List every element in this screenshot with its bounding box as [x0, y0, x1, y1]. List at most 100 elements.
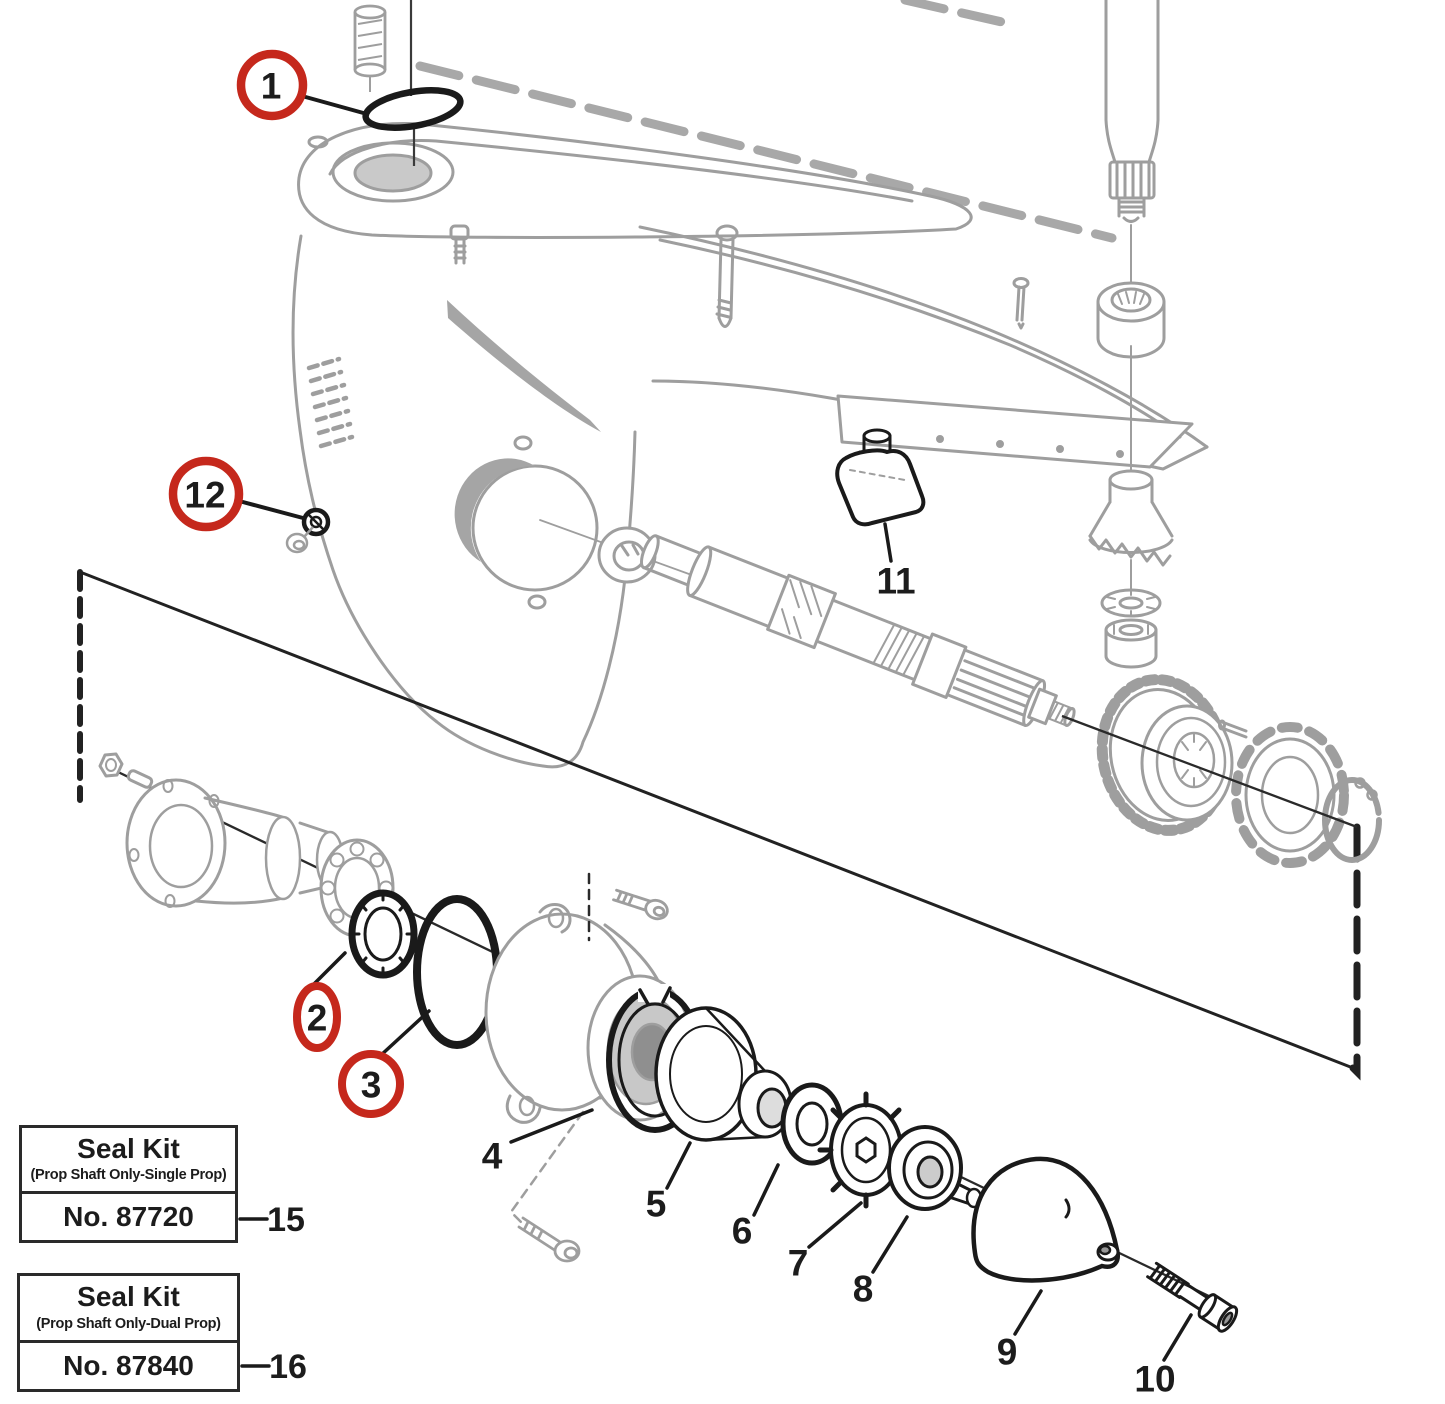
leader-line-1 [300, 94, 369, 116]
callout-label-7: 7 [788, 1243, 809, 1284]
callout-8: 8 [853, 1215, 909, 1310]
bearing-flange [125, 778, 345, 908]
housing-bolt-small [449, 224, 470, 265]
driven-gear-spline-bore [1172, 731, 1216, 789]
pinion-lock-washer [1100, 588, 1162, 618]
kit-ref-label-16: 16 [269, 1348, 307, 1386]
gearcase-skeg [541, 430, 637, 769]
seal-kit-number: No. 87720 [63, 1201, 194, 1232]
strut-shading [447, 300, 601, 432]
callout-11: 11 [876, 522, 916, 602]
callout-2: 2 [293, 951, 347, 1052]
driveshaft-bore-rim [331, 141, 455, 203]
leader-line-3 [378, 1009, 431, 1058]
leader-line-4 [509, 1108, 594, 1144]
o-ring-part1 [362, 87, 464, 131]
callout-6: 6 [732, 1163, 780, 1252]
seal-kit-header-single: Seal Kit (Prop Shaft Only-Single Prop) [22, 1128, 235, 1194]
bolt-leader-dashed-bottom [509, 1110, 585, 1224]
circlip [1322, 777, 1382, 863]
carrier-bolt-top [612, 888, 669, 921]
propeller-hub-part8 [887, 1125, 983, 1211]
leader-line-9 [1013, 1289, 1043, 1336]
alignment-dashed-line-upper [900, 0, 1007, 27]
callout-4: 4 [482, 1108, 594, 1177]
callout-label-3: 3 [361, 1065, 382, 1106]
callout-label-9: 9 [997, 1332, 1018, 1373]
callout-label-11: 11 [876, 561, 915, 602]
propshaft-seal-part2 [348, 889, 418, 979]
callout-10: 10 [1134, 1313, 1193, 1400]
cone-bolt-part10 [1146, 1261, 1239, 1333]
callout-label-10: 10 [1134, 1359, 1175, 1400]
callout-1: 1 [236, 49, 369, 121]
seal-kit-box-dual-prop: Seal Kit (Prop Shaft Only-Dual Prop) No.… [17, 1273, 240, 1392]
leader-line-11 [883, 522, 893, 563]
callout-3: 3 [338, 1009, 431, 1118]
callout-label-5: 5 [646, 1184, 667, 1225]
driveshaft [1104, 0, 1160, 285]
leader-line-10 [1162, 1313, 1193, 1362]
seal-kit-number: No. 87840 [63, 1350, 194, 1381]
seal-kit-header-dual: Seal Kit (Prop Shaft Only-Dual Prop) [20, 1276, 237, 1343]
callouts: 1 12 2 3 4 5 [168, 49, 1193, 1400]
top-o-ring-assembly [353, 0, 464, 166]
callout-label-1: 1 [261, 66, 282, 107]
propeller-cone-part9 [971, 1156, 1120, 1283]
trim-tab-part11 [835, 428, 926, 527]
kit-ref-15: 15 [238, 1201, 305, 1239]
carrier-bolt-bottom [517, 1216, 581, 1263]
alignment-dashed-line [415, 61, 1117, 243]
seal-kit-scope: (Prop Shaft Only-Single Prop) [30, 1167, 227, 1184]
callout-7: 7 [788, 1201, 863, 1284]
driveshaft-bearing-sleeve [1096, 281, 1166, 475]
gearcase-leading-edge [291, 234, 545, 768]
callout-5: 5 [646, 1141, 692, 1225]
thrust-washer-part5 [654, 1006, 793, 1142]
callout-label-2: 2 [307, 998, 328, 1039]
highlight-circle-3 [338, 1050, 404, 1118]
housing-screw-tiny [1012, 277, 1030, 330]
kit-ref-label-15: 15 [267, 1201, 305, 1239]
seal-kit-title: Seal Kit [77, 1281, 180, 1313]
gearcase-housing [291, 0, 1209, 769]
pinion-nut [1104, 618, 1158, 669]
callout-label-8: 8 [853, 1269, 874, 1310]
propeller-shaft [639, 534, 1076, 728]
gear-roll-pin [1218, 719, 1248, 739]
leader-line-12 [237, 499, 305, 520]
flange-nut [98, 752, 124, 778]
inset-diagonal-edge [78, 570, 1355, 1070]
highlight-circle-12 [168, 456, 244, 532]
water-intake-slits [306, 356, 355, 449]
dowel-pin [126, 769, 154, 789]
callout-label-6: 6 [732, 1211, 753, 1252]
leader-line-6 [752, 1163, 780, 1217]
inset-plane-border [77, 569, 1361, 1081]
callout-label-12: 12 [184, 475, 225, 516]
upper-axis-centerline [1061, 714, 1358, 829]
seal-kit-scope: (Prop Shaft Only-Dual Prop) [36, 1315, 221, 1332]
seal-kit-box-single-prop: Seal Kit (Prop Shaft Only-Single Prop) N… [19, 1125, 238, 1243]
highlight-circle-1 [236, 49, 308, 121]
pinion-gear [1088, 469, 1174, 591]
callout-12: 12 [168, 456, 305, 532]
propshaft-bore [471, 464, 599, 592]
kit-ref-16: 16 [240, 1348, 307, 1386]
callout-9: 9 [997, 1289, 1043, 1373]
leader-line-5 [665, 1141, 692, 1190]
inset-right-dashed-edge [1349, 823, 1361, 1081]
leader-line-7 [807, 1201, 863, 1249]
oring-centerline [409, 0, 416, 166]
drain-screw [285, 526, 314, 554]
seal-kit-title: Seal Kit [77, 1132, 180, 1164]
anti-ventilation-plate [638, 225, 1209, 471]
dowel-cylinder [353, 4, 387, 92]
highlight-circle-2 [293, 982, 341, 1052]
leader-line-8 [871, 1215, 909, 1274]
washer-screw-part12 [285, 507, 331, 554]
thrust-bearing-ring [1231, 722, 1349, 868]
housing-bolt-long [715, 224, 739, 328]
